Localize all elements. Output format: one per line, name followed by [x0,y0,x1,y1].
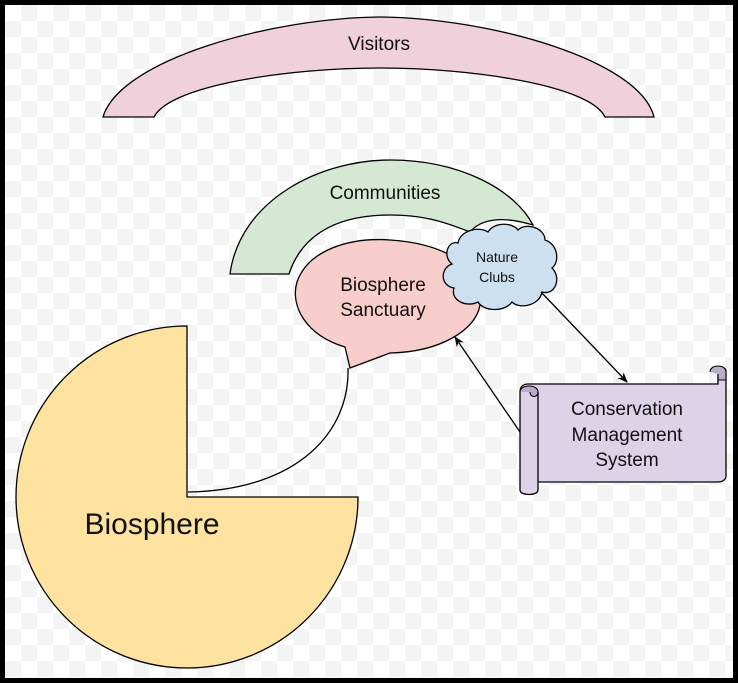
communities-arc [229,159,535,275]
nature-clubs-label-line2: Clubs [479,269,515,285]
biosphere-sanctuary-shape[interactable]: Biosphere Sanctuary [294,238,482,369]
visitors-shape[interactable]: Visitors [102,16,655,118]
arrow-cms-to-sanctuary[interactable] [454,336,521,433]
diagram-svg: Visitors Communities Biosphere Biosphere… [15,16,727,669]
biosphere-shape[interactable]: Biosphere [15,325,359,669]
nature-clubs-shape[interactable]: Nature Clubs [442,223,558,311]
cms-shape[interactable]: Conservation Management System [519,365,727,496]
cms-label-line3: System [595,450,658,471]
sanctuary-to-biosphere-curve [187,367,349,493]
nature-clubs-label-line1: Nature [476,249,518,265]
visitors-arc [102,16,655,118]
communities-shape[interactable]: Communities [229,159,535,275]
cms-label-line2: Management [572,425,684,446]
scroll-curl-left [519,385,539,398]
diagram-canvas: Visitors Communities Biosphere Biosphere… [5,5,733,678]
scroll-curl-right [709,365,727,381]
nature-clubs-cloud [442,223,558,311]
visitors-label: Visitors [348,34,410,55]
biosphere-pie [15,325,359,669]
sanctuary-label-line2: Sanctuary [340,300,426,321]
biosphere-label: Biosphere [84,508,219,541]
communities-label: Communities [330,183,441,204]
sanctuary-bubble [294,238,482,369]
arrow-clubs-to-cms[interactable] [540,291,628,383]
sanctuary-label-line1: Biosphere [340,275,426,296]
cms-label-line1: Conservation [571,399,683,420]
